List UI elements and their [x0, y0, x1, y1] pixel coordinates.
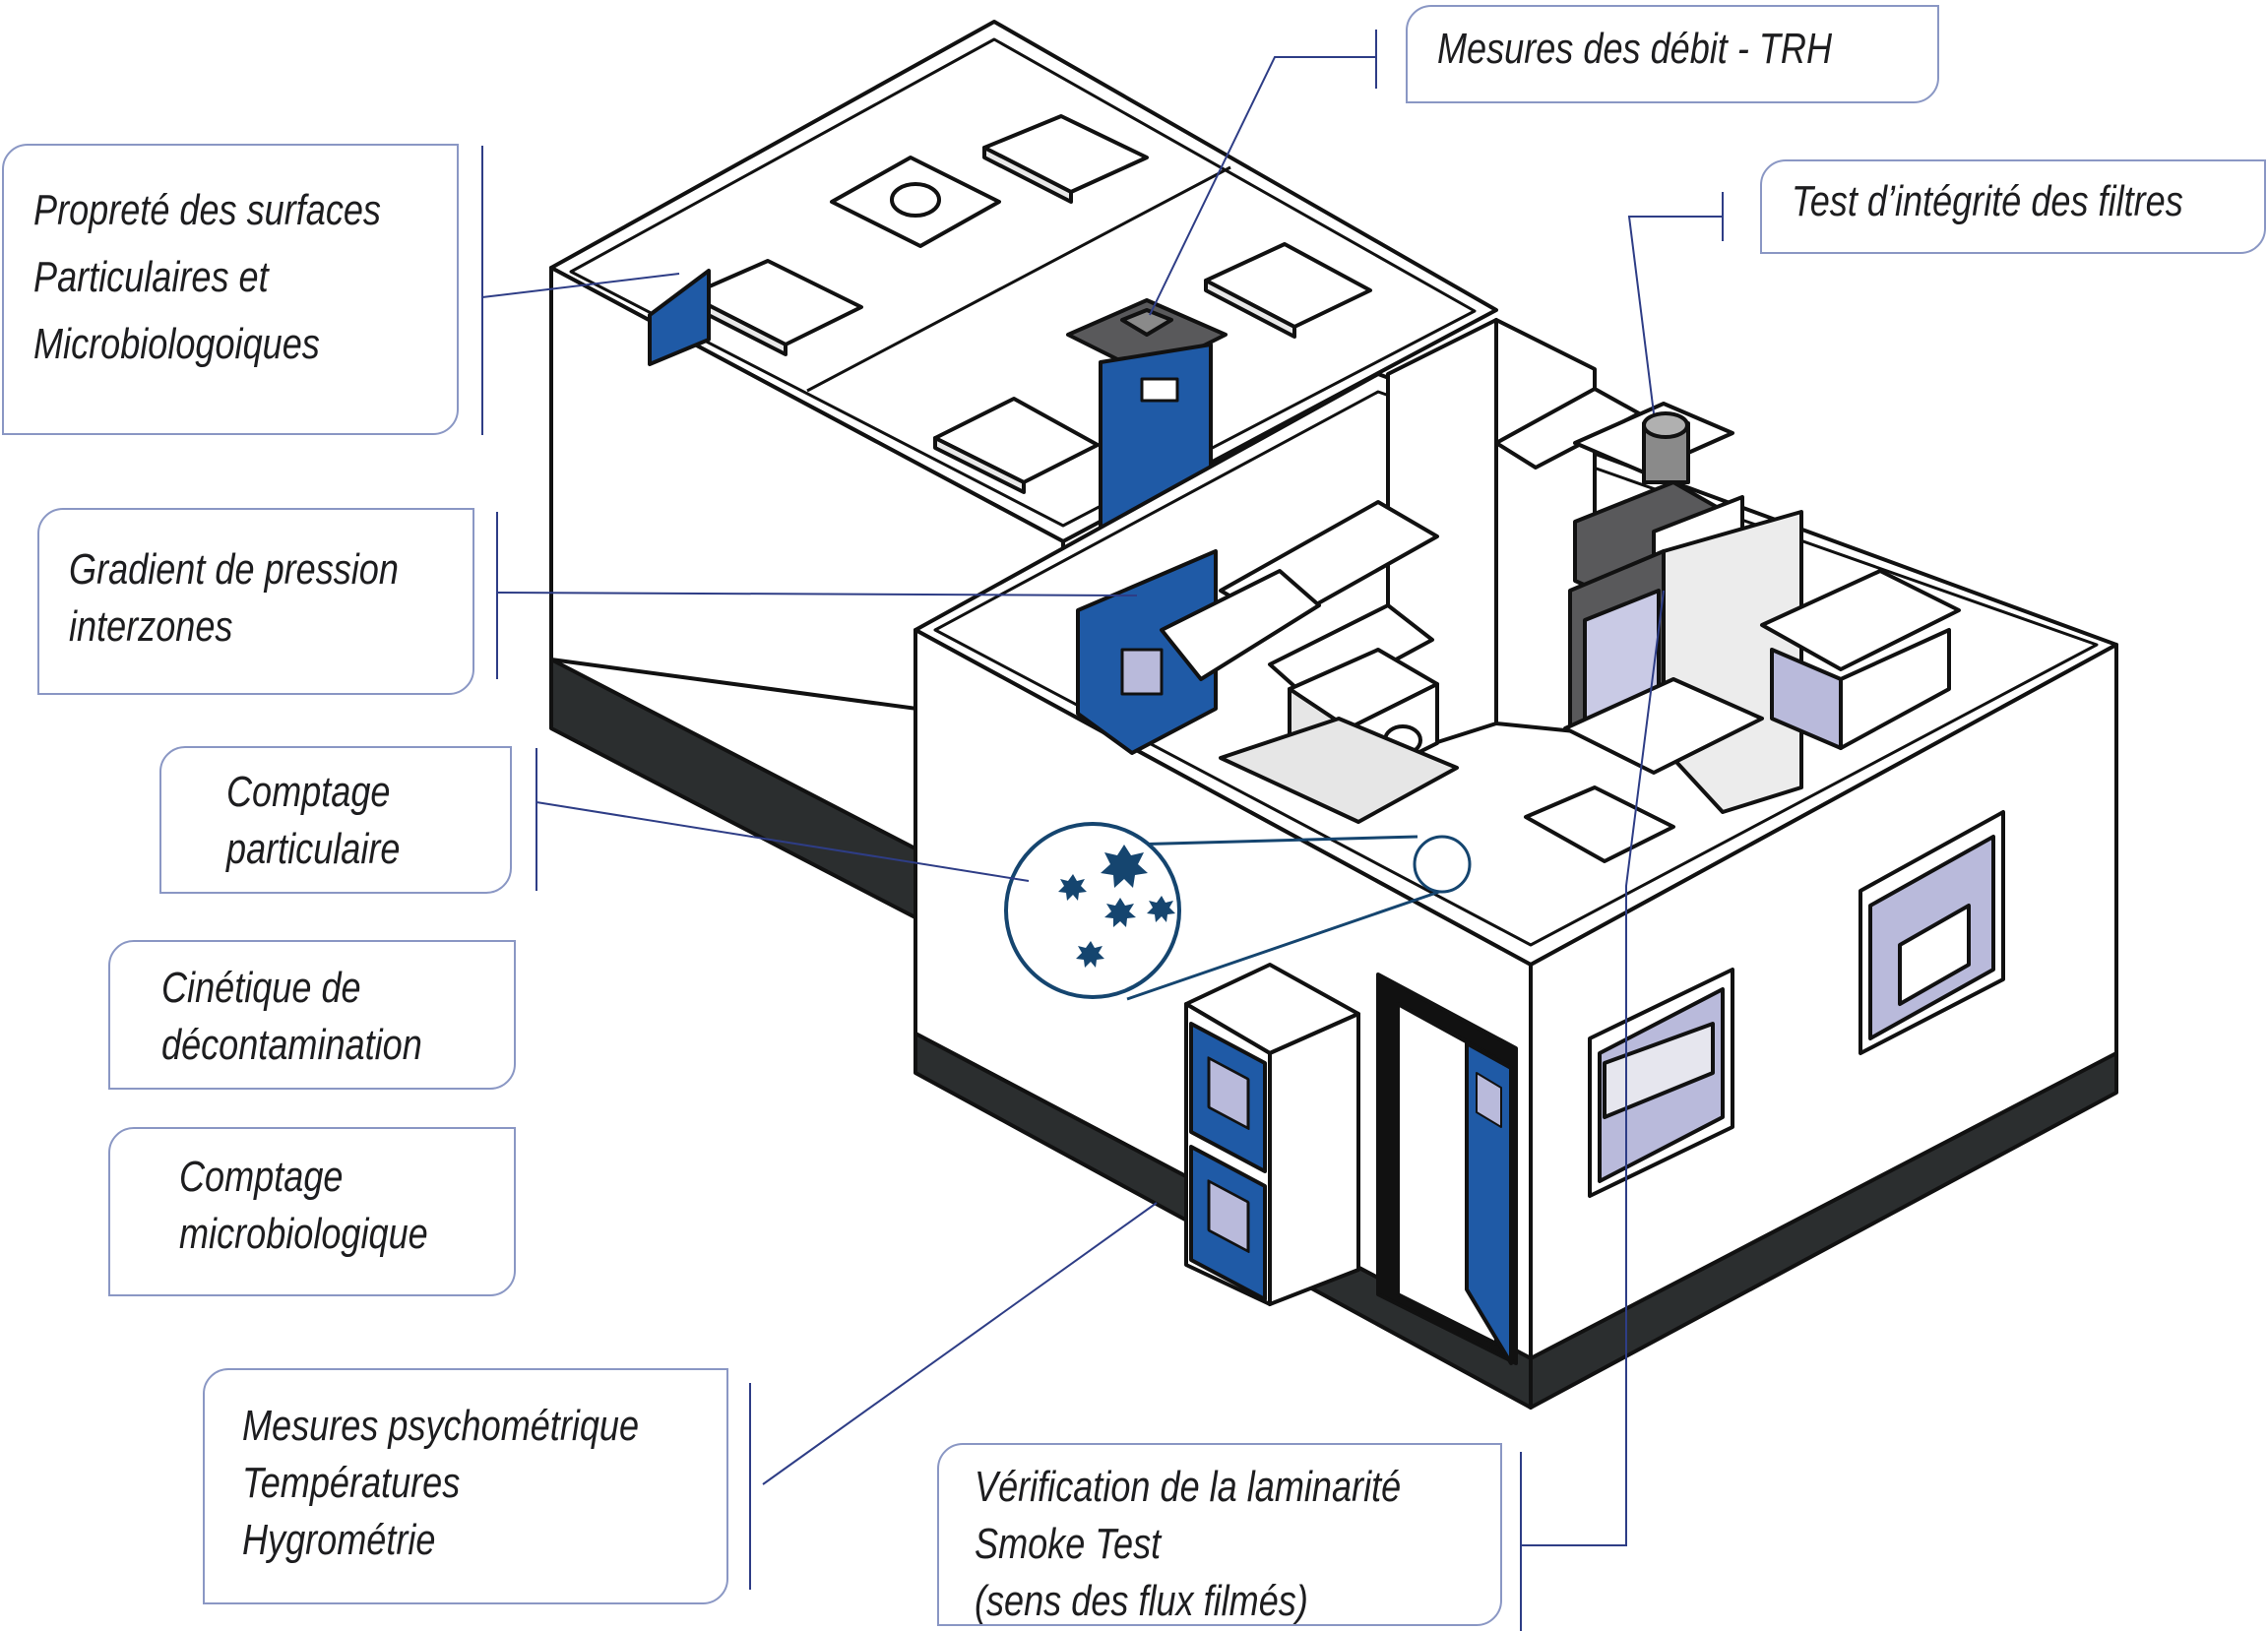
connector-filtres [1627, 216, 1723, 414]
callout-line: Gradient de pression [69, 545, 399, 594]
callout-line: Cinétique de [161, 964, 361, 1012]
callout-line: Comptage [226, 768, 391, 816]
callout-integrite-filtres: Test d’intégrité des filtres [1760, 159, 2266, 254]
front-door [1376, 972, 1518, 1365]
callout-line: Comptage [179, 1153, 344, 1201]
callout-line: Smoke Test [975, 1520, 1162, 1569]
callout-comptage-microbiologique: Comptage microbiologique [108, 1127, 516, 1296]
callout-comptage-particulaire: Comptage particulaire [159, 746, 512, 894]
rear-blue-panel [648, 269, 711, 366]
callout-proprete-surfaces: Propreté des surfaces Particulaires et M… [2, 144, 459, 435]
callout-mesures-psychrometrique: Mesures psychométrique Températures Hygr… [203, 1368, 728, 1604]
connector-surfaces [481, 273, 680, 298]
callout-line: Microbiologoiques [33, 320, 320, 369]
ceiling-filter-2 [982, 114, 1149, 204]
callout-line: (sens des flux filmés) [975, 1577, 1308, 1626]
interior-laminar-hood [1219, 648, 1459, 824]
callout-line: Vérification de la laminarité [975, 1463, 1402, 1511]
ceiling-diffuser [830, 156, 1001, 248]
connector-psychro [762, 1202, 1158, 1485]
callout-line: microbiologique [179, 1210, 428, 1259]
connector-gradient [496, 592, 1138, 596]
callout-line: Particulaires et [33, 253, 269, 302]
callout-debit-trh: Mesures des débit - TRH [1406, 5, 1939, 103]
rear-roof-inner [569, 37, 1477, 528]
ceiling-filter-3 [1204, 242, 1372, 339]
connector-lines [481, 30, 1724, 1631]
callout-line: Mesures des débit - TRH [1437, 25, 1833, 73]
callout-cinetique-decontamination: Cinétique de décontamination [108, 940, 516, 1090]
callout-verification-laminarite: Vérification de la laminarité Smoke Test… [937, 1443, 1502, 1626]
biosafety-cabinet [1563, 402, 1803, 814]
callout-line: Propreté des surfaces [33, 186, 381, 234]
callout-line: Test d’intégrité des filtres [1792, 177, 2183, 225]
callout-gradient-pression: Gradient de pression interzones [37, 508, 474, 695]
ceiling-filter-1 [687, 259, 863, 356]
callout-line: particulaire [226, 825, 401, 874]
front-base-right [1529, 1051, 2118, 1410]
callout-line: Températures [242, 1459, 461, 1508]
right-window [1858, 810, 2005, 1055]
callout-line: interzones [69, 602, 233, 652]
connector-comptage [536, 801, 1030, 882]
interior-bench-2 [1524, 569, 1961, 863]
connector-debit [1149, 56, 1376, 316]
callout-line: Mesures psychométrique [242, 1402, 640, 1450]
ceiling-filter-4 [933, 397, 1100, 494]
pass-through-box [1184, 963, 1360, 1306]
particle-magnifier [1004, 822, 1472, 1001]
callout-line: décontamination [161, 1021, 422, 1070]
connector-laminarite [1521, 590, 1665, 1546]
callout-line: Hygrométrie [242, 1516, 436, 1565]
